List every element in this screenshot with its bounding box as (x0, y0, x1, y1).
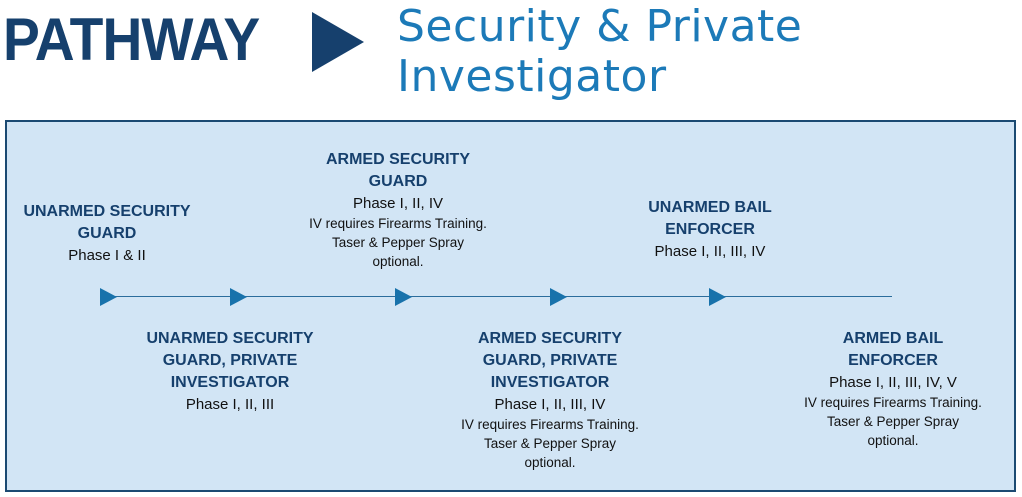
timeline-marker-2-icon (230, 288, 247, 306)
page-title-line-2: Investigator (397, 51, 667, 102)
node-title-line: INVESTIGATOR (490, 374, 610, 391)
play-arrow-icon (312, 12, 364, 72)
node-note: IV requires Firearms Training. (804, 395, 982, 410)
node-armed-security-guard-private-investigator: ARMED SECURITY GUARD, PRIVATE INVESTIGAT… (461, 328, 639, 472)
node-title-line: GUARD, PRIVATE (162, 352, 298, 369)
node-title-line: GUARD (77, 225, 137, 242)
header: PATHWAY Security & Private Investigator (0, 0, 1022, 115)
timeline-marker-1-icon (100, 288, 117, 306)
node-title-line: ARMED SECURITY (325, 151, 470, 168)
timeline-marker-3-icon (395, 288, 412, 306)
node-note: IV requires Firearms Training. (309, 216, 487, 231)
timeline-marker-5-icon (709, 288, 726, 306)
node-phase: Phase I, II, III, IV, V (829, 374, 957, 391)
node-phase: Phase I, II, III, IV (654, 243, 766, 260)
node-phase: Phase I & II (68, 247, 146, 264)
pathway-brand: PATHWAY (3, 6, 260, 73)
node-note: optional. (867, 433, 919, 448)
node-title-line: GUARD (368, 173, 428, 190)
node-title-line: ENFORCER (665, 221, 755, 238)
node-unarmed-security-guard: UNARMED SECURITY GUARD Phase I & II (23, 201, 190, 266)
node-note: optional. (524, 455, 576, 470)
node-phase: Phase I, II, IV (352, 195, 444, 212)
node-note: Taser & Pepper Spray (483, 436, 617, 451)
node-title-line: UNARMED SECURITY (146, 330, 314, 347)
page-title: Security & Private Investigator (397, 2, 802, 102)
node-armed-security-guard: ARMED SECURITY GUARD Phase I, II, IV IV … (309, 149, 487, 271)
node-note: IV requires Firearms Training. (461, 417, 639, 432)
node-note: Taser & Pepper Spray (331, 235, 465, 250)
timeline-marker-4-icon (550, 288, 567, 306)
node-phase: Phase I, II, III (185, 396, 275, 413)
node-armed-bail-enforcer: ARMED BAIL ENFORCER Phase I, II, III, IV… (804, 328, 982, 450)
node-note: Taser & Pepper Spray (826, 414, 960, 429)
node-title-line: ARMED SECURITY (477, 330, 622, 347)
node-title-line: ENFORCER (848, 352, 938, 369)
node-unarmed-bail-enforcer: UNARMED BAIL ENFORCER Phase I, II, III, … (648, 197, 772, 262)
node-phase: Phase I, II, III, IV (494, 396, 606, 413)
node-title-line: ARMED BAIL (842, 330, 944, 347)
page-title-line-1: Security & Private (397, 1, 803, 52)
node-title-line: UNARMED SECURITY (23, 203, 191, 220)
timeline-line (100, 296, 892, 297)
node-title-line: GUARD, PRIVATE (482, 352, 618, 369)
node-unarmed-security-guard-private-investigator: UNARMED SECURITY GUARD, PRIVATE INVESTIG… (146, 328, 313, 415)
node-note: optional. (372, 254, 424, 269)
node-title-line: UNARMED BAIL (648, 199, 772, 216)
node-title-line: INVESTIGATOR (170, 374, 290, 391)
pathway-panel (5, 120, 1016, 492)
